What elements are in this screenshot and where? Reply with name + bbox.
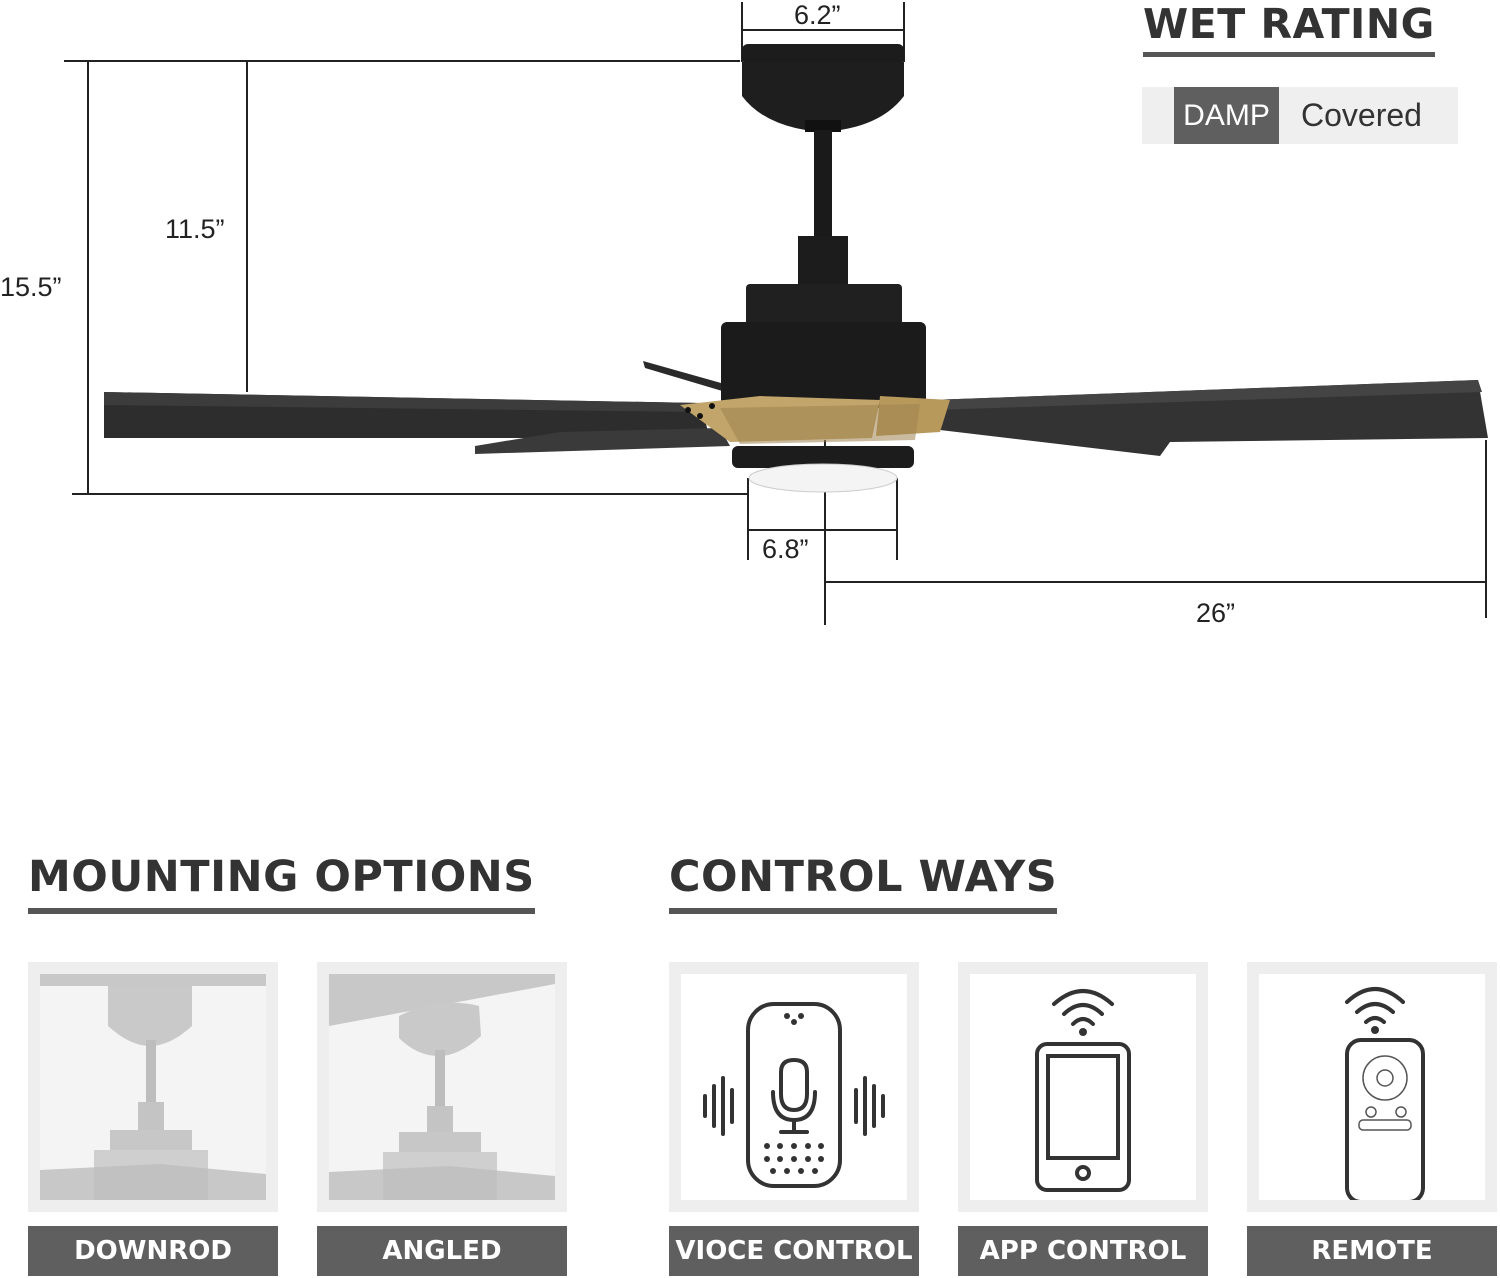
fan-blades <box>104 361 1488 456</box>
mounting-options-title: MOUNTING OPTIONS <box>28 852 535 914</box>
control-card-voice <box>669 962 919 1212</box>
mounting-label-angled: ANGLED <box>317 1226 567 1276</box>
control-label-remote: REMOTE <box>1247 1226 1497 1276</box>
remote-control-icon <box>1345 987 1425 1200</box>
light-width-label: 6.8” <box>762 534 809 564</box>
downrod-height-label: 11.5” <box>165 214 225 244</box>
wet-rating-level: DAMP <box>1174 87 1279 144</box>
blade-length-label: 26” <box>1196 598 1236 628</box>
smart-speaker-icon <box>703 1002 885 1188</box>
control-card-remote <box>1247 962 1497 1212</box>
mounting-card-angled <box>317 962 567 1212</box>
canopy-width-label: 6.2” <box>794 0 841 30</box>
control-ways-title: CONTROL WAYS <box>669 852 1058 914</box>
angled-mount-illustration <box>329 974 555 1200</box>
fan-canopy <box>742 44 904 132</box>
fan-motor-housing <box>680 236 950 493</box>
fan-downrod <box>814 130 832 238</box>
wet-rating-badge: DAMP Covered <box>1142 87 1458 144</box>
mounting-label-downrod: DOWNROD <box>28 1226 278 1276</box>
wet-rating-note: Covered <box>1301 97 1422 133</box>
total-height-label: 15.5” <box>0 272 62 302</box>
control-label-app: APP CONTROL <box>958 1226 1208 1276</box>
mounting-card-downrod <box>28 962 278 1212</box>
downrod-mount-illustration <box>40 974 266 1200</box>
fan-dimension-diagram <box>64 2 1488 625</box>
smartphone-wifi-icon <box>1035 989 1131 1192</box>
control-card-app <box>958 962 1208 1212</box>
wet-rating-title: WET RATING <box>1143 0 1435 57</box>
control-label-voice: VIOCE CONTROL <box>669 1226 919 1276</box>
